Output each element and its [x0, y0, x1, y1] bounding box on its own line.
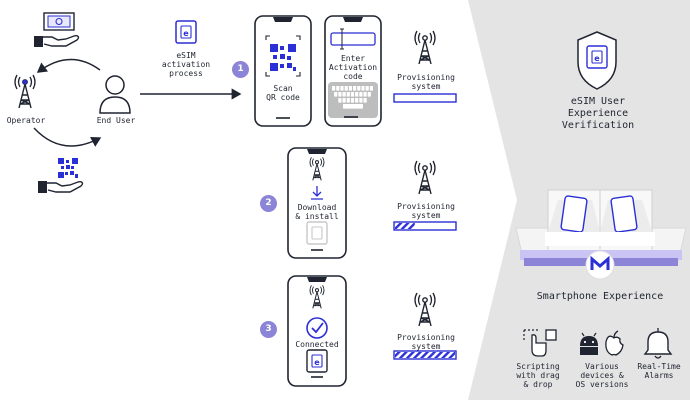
keyboard-key	[363, 98, 367, 103]
bell-icon	[643, 328, 673, 359]
keyboard-keys	[332, 86, 373, 109]
svg-text:e: e	[183, 29, 189, 38]
provisioning-tower-3-icon	[414, 292, 436, 327]
cycle-arrow-top	[36, 58, 101, 73]
keyboard-key	[353, 86, 357, 91]
drag-drop-icon	[523, 329, 557, 357]
keyboard-key	[344, 86, 348, 91]
keyboard-key	[359, 92, 363, 97]
keyboard-key	[342, 98, 346, 103]
brand-logo-icon	[590, 255, 610, 270]
provisioning-label-3: Provisioning system	[397, 333, 455, 351]
scan-qr-label: Scan QR code	[266, 84, 300, 102]
keyboard-key	[348, 86, 352, 91]
keyboard-key	[342, 92, 346, 97]
end-user-icon	[99, 75, 131, 114]
qr-hand-icon	[38, 157, 84, 193]
operator-label: Operator	[6, 116, 46, 125]
keyboard-key	[332, 86, 336, 91]
provisioning-tower-1-icon	[414, 30, 436, 65]
verification-label: eSIM User Experience Verification	[561, 96, 635, 131]
enter-code-label: Enter Activation code	[328, 54, 378, 81]
keyboard-key	[359, 98, 363, 103]
cycle-arrow-bottom	[33, 127, 102, 147]
step-2-badge: 2	[260, 195, 277, 212]
android-apple-icon	[580, 330, 624, 356]
progress-bar-2	[393, 221, 457, 231]
esim-chip-icon: e	[175, 20, 197, 44]
keyboard-key	[338, 98, 342, 103]
provisioning-label-2: Provisioning system	[397, 202, 455, 220]
progress-fill-3	[395, 352, 455, 358]
keyboard-key	[357, 86, 361, 91]
keyboard-key	[340, 86, 344, 91]
provisioning-tower-2-icon	[414, 160, 436, 195]
phone-download	[287, 147, 347, 259]
end-user-label: End User	[96, 116, 136, 125]
svg-text:e: e	[314, 358, 320, 367]
smartphone-experience-label: Smartphone Experience	[536, 291, 664, 302]
keyboard-key	[338, 92, 342, 97]
keyboard-key	[369, 86, 373, 91]
keyboard-key	[336, 86, 340, 91]
shield-esim-icon: e	[577, 31, 617, 90]
connected-label: Connected	[295, 340, 339, 349]
provisioning-label-1: Provisioning system	[397, 73, 455, 91]
svg-text:e: e	[594, 54, 600, 63]
phone-connected: e	[287, 275, 347, 387]
keyboard-key	[350, 92, 355, 97]
phone-scan-qr	[254, 15, 312, 127]
keyboard-key	[355, 98, 359, 103]
keyboard-key	[367, 92, 371, 97]
keyboard-key	[334, 92, 338, 97]
feature-label-devices: Various devices & OS versions	[575, 362, 629, 389]
keyboard-key	[363, 92, 367, 97]
money-hand-icon	[34, 12, 80, 47]
feature-label-alarms: Real-Time Alarms	[637, 362, 681, 380]
feature-label-drag-drop: Scripting with drag & drop	[516, 362, 560, 389]
progress-fill-2	[395, 223, 415, 229]
keyboard-key	[346, 98, 350, 103]
keyboard-key	[346, 92, 350, 97]
download-label: Download & install	[295, 203, 339, 221]
operator-tower-icon	[14, 74, 36, 109]
keyboard-key	[355, 92, 359, 97]
step-1-badge: 1	[232, 61, 249, 78]
keyboard-key	[350, 98, 355, 103]
keyboard-spacebar	[343, 104, 363, 109]
keyboard-key	[361, 86, 365, 91]
process-label: eSIM activation process	[161, 51, 211, 78]
step-3-badge: 3	[260, 321, 277, 338]
progress-bar-1	[393, 93, 457, 103]
keyboard-key	[365, 86, 369, 91]
